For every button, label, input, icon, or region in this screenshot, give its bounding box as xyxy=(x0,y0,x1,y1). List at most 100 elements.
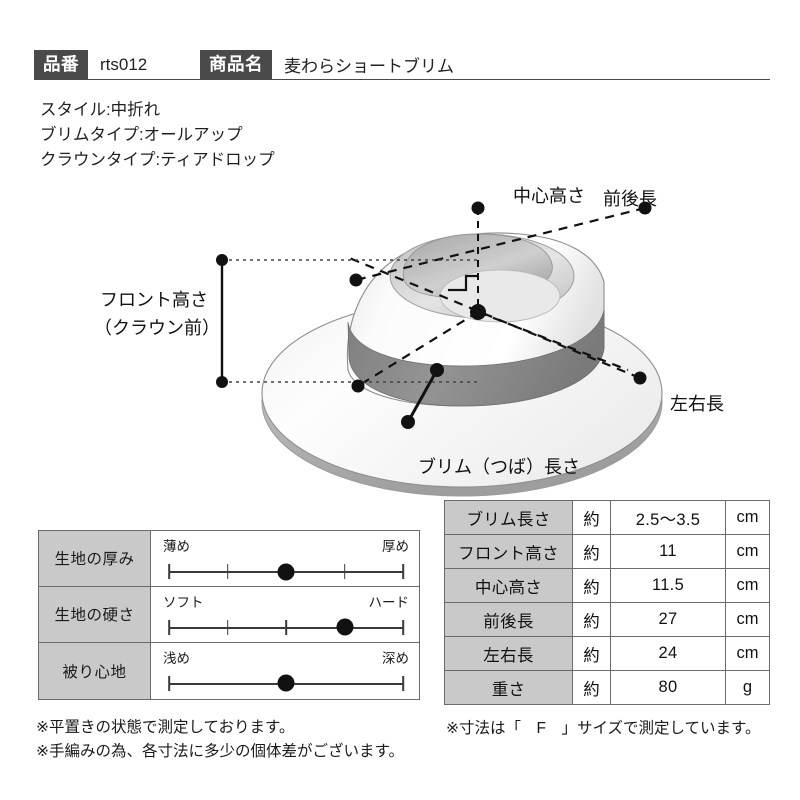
measurement-notes: ※平置きの状態で測定しております。 ※手編みの為、各寸法に多少の個体差がございま… xyxy=(36,716,404,764)
slider-tick xyxy=(226,564,229,579)
spec-value-cell: 24 xyxy=(610,636,726,671)
slider-right-end-label: 厚め xyxy=(382,539,409,554)
slider-left-end-label: 薄め xyxy=(163,539,190,554)
slider-value-marker[interactable] xyxy=(277,563,295,580)
attribute-crown-type: クラウンタイプ:ティアドロップ xyxy=(40,151,275,169)
point-brim-inner xyxy=(351,379,365,393)
spec-value-cell: 2.5〜3.5 xyxy=(610,500,726,535)
slider-left-end-label: 浅め xyxy=(163,650,190,666)
attribute-brim-type: ブリムタイプ:オールアップ xyxy=(40,126,243,144)
label-brim-length: ブリム（つば）長さ xyxy=(418,456,580,477)
slider-right-end-label: 深め xyxy=(382,650,409,666)
spec-name-cell: 重さ xyxy=(444,670,573,705)
slider-tick xyxy=(285,619,287,635)
spec-name-cell: 左右長 xyxy=(444,636,573,671)
right-angle-marker xyxy=(448,274,478,292)
spec-approx-cell: 約 xyxy=(572,602,611,637)
spec-unit-cell: cm xyxy=(725,636,770,671)
header-row: 品番 rts012 商品名 麦わらショートブリム xyxy=(34,50,770,80)
slider-tick xyxy=(226,619,229,635)
hat-measurement-diagram: 中心高さ 前後長 左右長 ブリム（つば）長さ フロント高さ （クラウン前） xyxy=(94,186,724,497)
spec-unit-cell: g xyxy=(725,670,770,705)
spec-value-cell: 11.5 xyxy=(610,568,726,603)
slider-track[interactable]: 浅め 深め xyxy=(151,643,419,699)
feel-slider-panel: 生地の厚み薄め 厚め生地の硬さソフト ハード被り心地浅め 深め xyxy=(38,530,420,700)
slider-track[interactable]: ソフト ハード xyxy=(151,587,419,642)
slider-tick xyxy=(168,675,170,691)
slider-tick xyxy=(343,564,346,579)
product-name-label: 商品名 xyxy=(200,50,272,79)
slider-tick xyxy=(402,675,404,691)
note-size-measured: ※寸法は「 F 」サイズで測定しています。 xyxy=(446,720,761,737)
front-back-length-line xyxy=(355,206,646,282)
slider-value-marker[interactable] xyxy=(277,674,295,692)
slider-left-end-label: ソフト xyxy=(163,594,204,610)
spec-unit-cell: cm xyxy=(725,602,770,637)
spec-value-cell: 27 xyxy=(610,602,726,637)
slider-value-marker[interactable] xyxy=(336,618,353,636)
label-front-back-length: 前後長 xyxy=(603,189,657,209)
point-center-height-top xyxy=(471,201,485,215)
front-height-bracket xyxy=(216,254,478,388)
note-flat-measurement: ※平置きの状態で測定しております。 xyxy=(36,719,295,736)
label-left-right-length: 左右長 xyxy=(670,394,724,414)
spec-unit-cell: cm xyxy=(725,500,770,535)
slider-tick xyxy=(402,619,404,635)
measurement-points xyxy=(349,201,652,429)
note-handmade-variance: ※手編みの為、各寸法に多少の個体差がございます。 xyxy=(36,743,404,760)
point-center-convergence xyxy=(470,304,486,320)
attribute-list: スタイル:中折れ ブリムタイプ:オールアップ クラウンタイプ:ティアドロップ xyxy=(40,98,275,173)
left-right-length-line xyxy=(346,255,641,380)
slider-row: 生地の硬さソフト ハード xyxy=(39,586,419,643)
slider-right-end-label: ハード xyxy=(368,594,410,610)
product-code-value: rts012 xyxy=(100,54,148,74)
slider-row: 生地の厚み薄め 厚め xyxy=(39,531,419,587)
slider-track[interactable]: 薄め 厚め xyxy=(151,531,419,586)
label-front-height: フロント高さ xyxy=(100,290,208,310)
slider-scale xyxy=(168,563,404,580)
product-code-label: 品番 xyxy=(34,50,88,79)
spec-approx-cell: 約 xyxy=(572,670,611,705)
point-brim-edge xyxy=(401,415,415,429)
spec-value-cell: 11 xyxy=(610,534,726,569)
point-left-right xyxy=(633,371,647,385)
brim-diagonal-line-right xyxy=(477,310,629,372)
spec-name-cell: ブリム長さ xyxy=(444,500,573,535)
spec-approx-cell: 約 xyxy=(572,500,611,535)
slider-label: 被り心地 xyxy=(39,642,151,699)
slider-tick xyxy=(168,564,170,579)
slider-tick xyxy=(402,564,404,579)
point-front-back xyxy=(638,201,652,215)
spec-unit-cell: cm xyxy=(725,534,770,569)
brim-diagonal-line xyxy=(357,311,479,387)
measurement-lines xyxy=(346,206,646,423)
spec-value-cell: 80 xyxy=(610,670,726,705)
spec-unit-cell: cm xyxy=(725,568,770,603)
product-header: 品番 rts012 商品名 麦わらショートブリム xyxy=(34,50,770,86)
spec-name-cell: 中心高さ xyxy=(444,568,573,603)
label-front-height-sub: （クラウン前） xyxy=(94,318,220,338)
spec-name-cell: 前後長 xyxy=(444,602,573,637)
spec-approx-cell: 約 xyxy=(572,636,611,671)
point-crown-left xyxy=(349,273,363,287)
slider-row: 被り心地浅め 深め xyxy=(39,642,419,699)
product-name-value: 麦わらショートブリム xyxy=(284,57,454,76)
spec-approx-cell: 約 xyxy=(572,568,611,603)
slider-label: 生地の厚み xyxy=(39,531,151,586)
point-brim-top xyxy=(430,363,444,377)
spec-name-cell: フロント高さ xyxy=(444,534,573,569)
slider-scale xyxy=(168,618,404,636)
attribute-style: スタイル:中折れ xyxy=(40,101,161,119)
label-center-height: 中心高さ xyxy=(513,186,585,206)
brim-length-segment xyxy=(406,369,439,423)
slider-tick xyxy=(168,619,170,635)
slider-label: 生地の硬さ xyxy=(39,586,151,642)
